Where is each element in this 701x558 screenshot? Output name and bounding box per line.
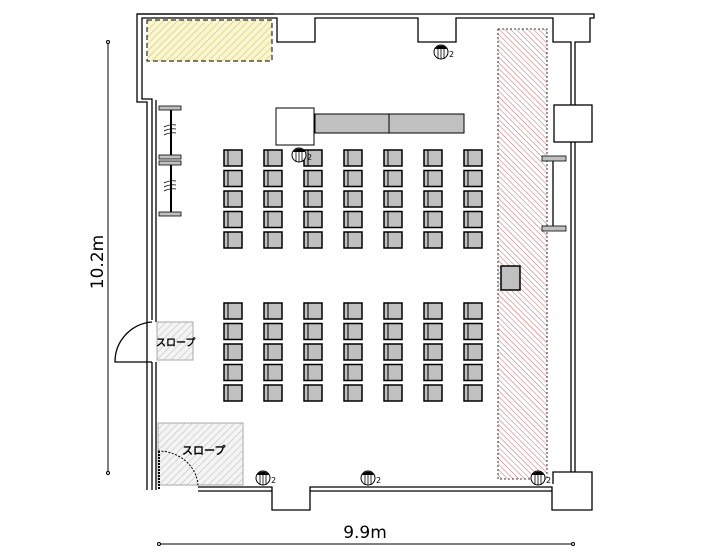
- chair: [223, 210, 243, 229]
- chair: [463, 322, 483, 341]
- chair: [263, 190, 283, 208]
- chair: [423, 210, 443, 229]
- chair: [263, 363, 283, 382]
- coat-rack-right: [541, 155, 567, 232]
- chair: [463, 363, 483, 382]
- chair: [303, 231, 323, 249]
- speaker-icon: 2: [530, 470, 551, 486]
- chair: [463, 384, 483, 402]
- chair: [263, 302, 283, 320]
- dimension-height: 10.2m: [88, 40, 110, 475]
- chair: [423, 322, 443, 341]
- chairs: [223, 149, 483, 402]
- speaker-number: 2: [307, 153, 312, 162]
- chair: [303, 210, 323, 229]
- chair: [263, 343, 283, 361]
- front-table: [314, 113, 465, 134]
- chair: [423, 302, 443, 320]
- lectern: [275, 107, 315, 146]
- chair: [343, 343, 363, 361]
- speaker-number: 2: [376, 476, 381, 485]
- chair: [383, 322, 403, 341]
- chair: [383, 149, 403, 167]
- speaker-number: 2: [271, 476, 276, 485]
- chair: [343, 363, 363, 382]
- chair: [223, 149, 243, 167]
- chair: [383, 190, 403, 208]
- chair: [463, 302, 483, 320]
- speaker-icon: 2: [255, 470, 276, 486]
- chair: [263, 231, 283, 249]
- stage-area-yellow: [146, 19, 273, 62]
- chair: [423, 169, 443, 188]
- chair: [303, 363, 323, 382]
- height-label: 10.2m: [88, 235, 108, 289]
- chair: [223, 231, 243, 249]
- chair: [463, 169, 483, 188]
- chair: [263, 169, 283, 188]
- equipment-box: [500, 265, 521, 291]
- chair: [263, 149, 283, 167]
- speaker-number: 2: [546, 476, 551, 485]
- chair: [343, 231, 363, 249]
- chair: [383, 210, 403, 229]
- chair: [223, 169, 243, 188]
- chair: [383, 302, 403, 320]
- chair: [423, 384, 443, 402]
- chair: [423, 363, 443, 382]
- chair: [423, 190, 443, 208]
- speakers: 2 2 2 2 2: [255, 44, 551, 486]
- chair: [463, 210, 483, 229]
- walls: [136, 13, 595, 511]
- chair: [223, 384, 243, 402]
- chair: [383, 231, 403, 249]
- door-left: [114, 321, 153, 363]
- chair: [303, 384, 323, 402]
- chair: [463, 231, 483, 249]
- chair: [343, 322, 363, 341]
- chair: [383, 343, 403, 361]
- chair: [263, 210, 283, 229]
- chair: [303, 302, 323, 320]
- chair: [263, 322, 283, 341]
- chair: [463, 190, 483, 208]
- dimension-width: 9.9m: [157, 523, 575, 546]
- chair: [223, 190, 243, 208]
- chair: [303, 322, 323, 341]
- width-label: 9.9m: [343, 523, 387, 543]
- speaker-icon: 2: [291, 147, 312, 163]
- chair: [263, 384, 283, 402]
- chair: [383, 363, 403, 382]
- speaker-icon: 2: [433, 44, 454, 60]
- speaker-number: 2: [449, 50, 454, 59]
- chair: [463, 149, 483, 167]
- chair: [303, 343, 323, 361]
- chair: [423, 149, 443, 167]
- chair: [463, 343, 483, 361]
- chair: [383, 169, 403, 188]
- coat-rack-left: [158, 105, 182, 217]
- speaker-icon: 2: [360, 470, 381, 486]
- chair: [303, 169, 323, 188]
- chair: [343, 190, 363, 208]
- chair: [423, 343, 443, 361]
- chair: [343, 149, 363, 167]
- slope-label-small: スロープ: [156, 336, 196, 349]
- chair: [223, 322, 243, 341]
- slope-large: スロープ: [157, 422, 244, 490]
- aisle-area-red: [497, 28, 548, 480]
- chair: [343, 169, 363, 188]
- chair: [303, 190, 323, 208]
- chair: [343, 210, 363, 229]
- slope-small: スロープ: [156, 321, 196, 361]
- chair: [223, 343, 243, 361]
- chair: [223, 363, 243, 382]
- chair: [343, 384, 363, 402]
- slope-label-large: スロープ: [182, 443, 226, 457]
- chair: [343, 302, 363, 320]
- chair: [383, 384, 403, 402]
- chair: [223, 302, 243, 320]
- chair: [423, 231, 443, 249]
